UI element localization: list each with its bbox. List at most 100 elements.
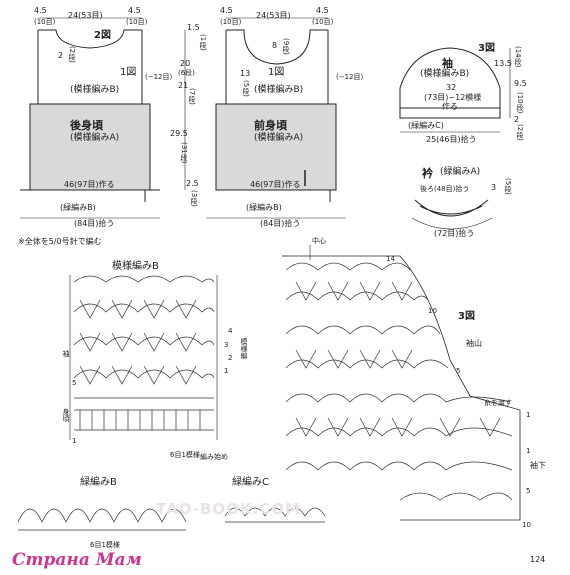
back-body-h: 29.5: [170, 129, 188, 138]
back-start: 46(97目)作る: [64, 180, 115, 189]
back-title: 後身頃: [70, 119, 103, 132]
sleeve-cap-h-st: (14段): [514, 46, 522, 68]
chart-b-sleeve: 袖: [62, 350, 70, 357]
back-top-left-st: (10目): [34, 18, 56, 26]
back-yoke-h-st: (6段): [178, 69, 195, 77]
front-start: 46(97目)作る: [250, 180, 301, 189]
front-top-right-st: (10目): [312, 18, 334, 26]
fig3-row-10: 10: [428, 307, 437, 315]
fig3-row-14: 14: [386, 255, 395, 263]
back-body-fill: [29, 103, 151, 191]
front-top-right: 4.5: [316, 6, 329, 15]
fig3-center: 中心: [312, 237, 326, 245]
fig3-row-r1b: 1: [526, 447, 531, 455]
back-fig2: 2図: [94, 30, 111, 41]
back-body-h-st: (31段): [180, 142, 188, 164]
front-edge-b: (緑編みB): [246, 203, 282, 212]
chart-b-row-4: 4: [228, 327, 233, 335]
back-neck-depth: 2: [58, 51, 64, 60]
fig3-join: 糸を渡す: [484, 399, 512, 407]
front-pickup: (84目)拾う: [260, 219, 301, 228]
chart-b-row-3: 3: [224, 341, 229, 349]
collar-h-st: (5段): [504, 178, 512, 195]
fig3-row-r1a: 1: [526, 411, 531, 419]
chart-b-repeat: 6目1模様: [170, 451, 200, 459]
sleeve-fig3: 3図: [478, 43, 495, 54]
edge-stitches: [17, 507, 326, 531]
front-neck: 8: [272, 41, 278, 50]
fig3-row-r5: 5: [526, 487, 531, 495]
site-name: Страна Мам: [12, 550, 142, 570]
site-logo: Страна Мам: [0, 544, 205, 575]
sleeve-made: 作る: [442, 102, 458, 111]
front-body-fill: [215, 103, 337, 191]
back-pattern-b: (模様編みB): [70, 85, 120, 95]
chart-b-row-5: 5: [72, 379, 77, 387]
page-number: 124: [530, 555, 546, 564]
front-top-left: 4.5: [220, 6, 233, 15]
front-pattern-b: (模様編みB): [254, 85, 304, 95]
back-yoke-h: 20: [180, 59, 191, 68]
sleeve-side-h: 9.5: [514, 79, 527, 88]
edge-c-title: 緑編みC: [232, 477, 269, 488]
sleeve-side-h-st: (10段): [516, 92, 524, 114]
sleeve-cap-h: 13.5: [494, 59, 512, 68]
chart-b-row-start: 1: [72, 437, 77, 445]
back-fig1: 1図: [120, 67, 137, 78]
chart-b-pattern-note: 模様編: [240, 338, 248, 359]
sleeve-outline: [399, 47, 501, 119]
back-pattern-a: (模様編みA): [70, 133, 120, 143]
fig3-outline: [282, 255, 521, 521]
front-neck-side-st: (5段): [242, 80, 250, 97]
watermark: TAO-BOOK.COM: [156, 500, 301, 518]
front-arm-rows: (−12目): [336, 73, 364, 81]
front-top-left-st: (10目): [220, 18, 242, 26]
fig3-row-5: 5: [456, 367, 461, 375]
back-top-right: 4.5: [128, 6, 141, 15]
sleeve-cuff-h: 2: [514, 115, 520, 124]
collar-pattern: (緑編みA): [440, 167, 481, 177]
front-top-mid: 24(53目): [256, 11, 291, 20]
collar-total: (72目)拾う: [434, 229, 475, 238]
front-neck-st: (9段): [282, 38, 290, 55]
sleeve-edge-c: (緑編みC): [408, 121, 444, 130]
sleeve-cuff-h-st: (2段): [516, 124, 524, 141]
fig3-stitches: [285, 262, 513, 501]
chart-b-row-2: 2: [228, 354, 233, 362]
back-edge-b: (緑編みB): [60, 203, 96, 212]
sleeve-title: 袖: [442, 57, 453, 70]
sleeve-pattern-b: (模様編みB): [420, 69, 470, 79]
chart-b-row-1: 1: [224, 367, 229, 375]
back-arm-rows: (−12目): [145, 73, 173, 81]
chart-b-stitches: [73, 275, 215, 431]
sleeve-width-st: (73目)−12模様: [424, 93, 482, 102]
fig3-title: 3図: [458, 311, 475, 322]
back-top-left: 4.5: [34, 6, 47, 15]
edge-b-title: 緑編みB: [80, 477, 117, 488]
fig3-cap: 袖山: [466, 339, 482, 348]
fig3-underarm: 袖下: [530, 461, 546, 470]
chart-b-title: 模様編みB: [112, 261, 159, 272]
back-hem-h-st: (3段): [190, 190, 198, 207]
global-note: ※全体を5/0号針で編む: [18, 237, 102, 246]
back-hem-h: 2.5: [186, 179, 199, 188]
collar-back-pick: 後ろ(48目)拾う: [420, 185, 470, 193]
back-total-h-st: (7段): [188, 88, 196, 105]
chart-b-body: 身頃: [62, 408, 70, 422]
back-pickup: (84目)拾う: [74, 219, 115, 228]
fig3-row-r10: 10: [522, 521, 531, 529]
edge-b-repeat: 6目1模様: [90, 541, 120, 549]
front-neck-side: 13: [240, 69, 251, 78]
back-neck-depth-st: (2段): [68, 46, 76, 63]
front-title: 前身頃: [254, 119, 287, 132]
chart-b-start: 編み始め: [200, 453, 228, 461]
back-top-right-st: (10目): [126, 18, 148, 26]
sleeve-width: 32: [446, 83, 457, 92]
collar-h: 3: [491, 183, 497, 192]
back-side-top: 1.5: [187, 23, 200, 32]
front-fig1: 1図: [268, 67, 285, 78]
front-pattern-a: (模様編みA): [254, 133, 304, 143]
back-total-h: 21: [178, 81, 189, 90]
collar-title: 衿: [422, 167, 433, 180]
